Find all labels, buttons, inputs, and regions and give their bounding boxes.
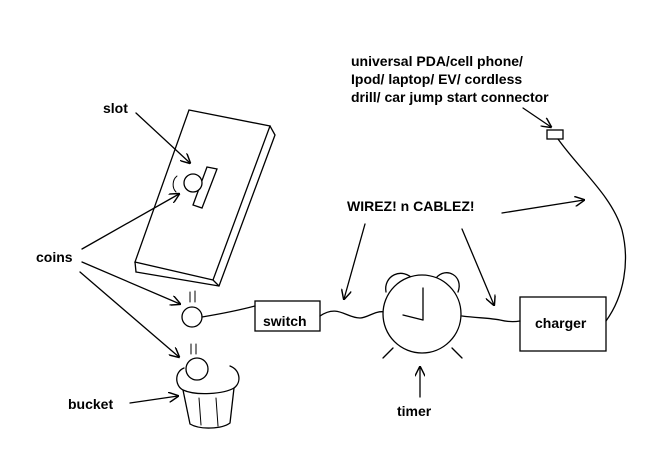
arrows [79,107,584,404]
arrow-connector [522,107,551,127]
arrow-coins-falling [81,261,180,304]
label-slot: slot [103,100,128,116]
wire-coin-switch [201,305,256,318]
arrow-bucket [129,396,178,404]
coin-in-slot [183,173,203,193]
falling-coin [181,290,203,328]
coin-in-bucket [185,357,209,381]
label-charger: charger [535,315,587,331]
machine-edge-left [134,261,137,273]
arrow-slot [135,112,190,163]
connector-plug [546,129,564,140]
clock-face [382,274,462,354]
charger-box [519,296,607,352]
wire-charger-connector [557,138,627,322]
machine-side-face [212,125,276,287]
bucket-coin [190,343,197,355]
bucket [176,357,240,429]
wires [201,138,627,323]
machine-edge-bottom [135,271,220,287]
label-connector-line3: drill/ car jump start connector [351,89,549,105]
label-timer: timer [397,403,432,419]
wire-timer-charger [461,315,521,323]
label-coins: coins [36,249,73,265]
timer-clock [382,272,463,359]
label-connector-line1: universal PDA/cell phone/ [351,53,523,69]
coin-slot [192,166,218,209]
label-switch: switch [263,313,307,329]
label-connector-line2: Ipod/ laptop/ EV/ cordless [351,71,523,87]
arrow-coins-bucket [79,271,179,357]
arrow-wires-left [344,223,366,299]
clock-bell-right [435,272,460,293]
arrow-coins-slot [81,194,179,250]
wire-switch-timer [319,310,386,319]
coin-motion-mark [172,175,178,193]
label-bucket: bucket [68,396,114,412]
arrow-wires-right [461,228,494,305]
label-wires: WIREZ! n CABLEZ! [347,198,475,214]
clock-leg-left [382,347,394,359]
arrow-wires-far-right [501,200,584,214]
bucket-body [182,387,235,429]
switch-box [254,300,321,332]
coin-machine [134,109,276,287]
clock-leg-right [451,347,463,359]
bucket-rim [176,365,240,395]
clock-minute-hand [402,314,424,321]
